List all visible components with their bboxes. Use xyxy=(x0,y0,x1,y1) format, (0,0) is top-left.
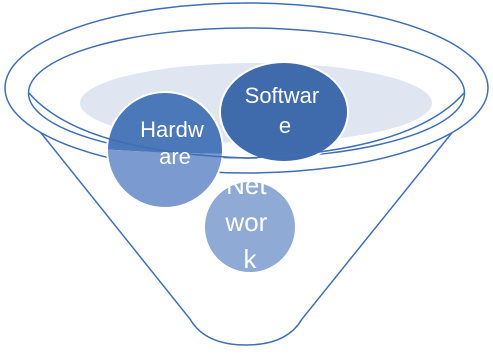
network-label: Net wor k xyxy=(224,170,274,274)
funnel-body xyxy=(4,87,489,346)
software-label: Softwar e xyxy=(245,83,326,138)
network-label-line-3: k xyxy=(244,244,258,274)
hardware-label: Hardw are xyxy=(140,117,210,169)
hardware-label-line-2: are xyxy=(159,144,191,169)
network-circle xyxy=(203,180,297,274)
funnel-rim-front-edge xyxy=(28,92,465,159)
network-label-line-2: wor xyxy=(224,207,267,237)
hardware-circle xyxy=(106,91,224,209)
hardware-label-line-1: Hardw xyxy=(140,117,204,142)
network-label-line-1: Net xyxy=(226,170,267,200)
software-label-line-2: e xyxy=(279,113,291,138)
software-label-line-1: Softwar xyxy=(245,83,320,108)
software-circle xyxy=(219,61,349,163)
